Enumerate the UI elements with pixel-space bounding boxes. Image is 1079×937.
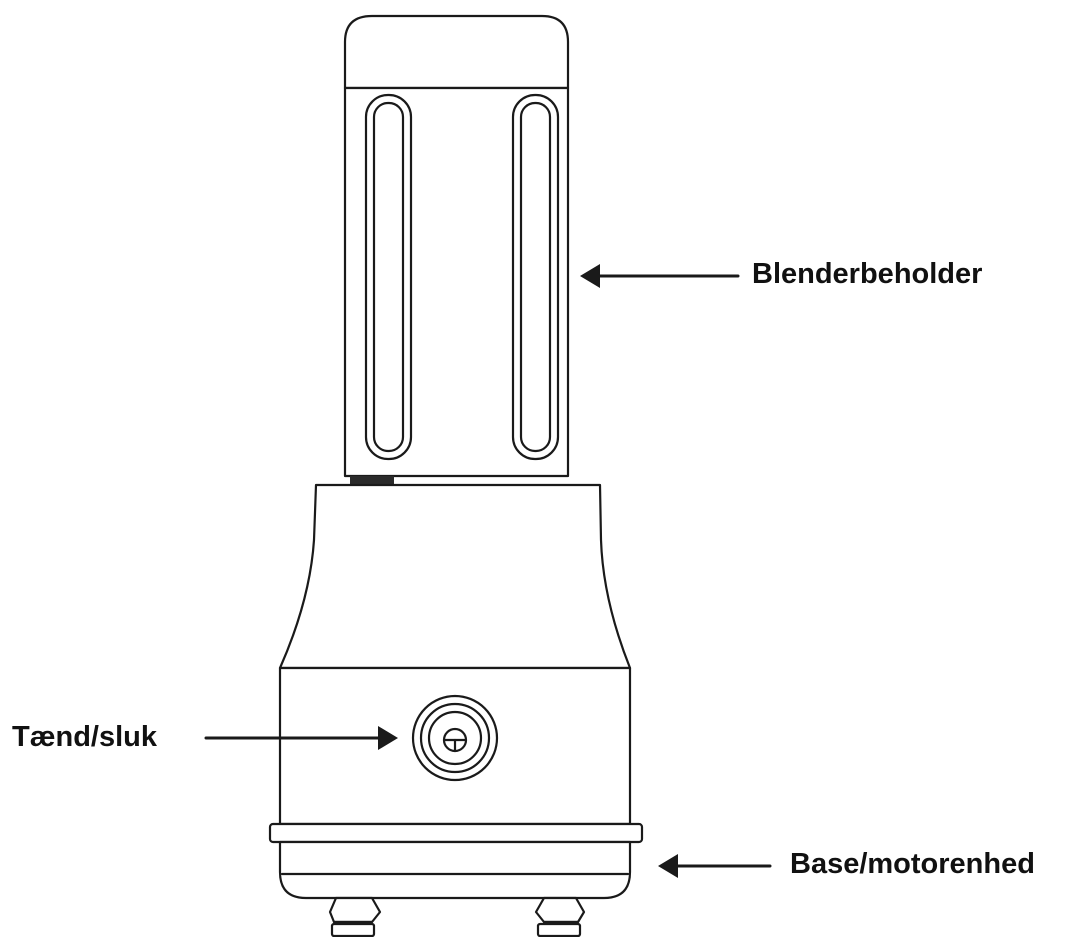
- blender-container: [343, 14, 570, 485]
- power-button-outer-ring: [411, 694, 499, 782]
- label-motor-base: Base/motorenhed: [790, 848, 1035, 880]
- power-button-middle-ring: [419, 702, 491, 774]
- container-lid: [343, 14, 570, 90]
- base-foot-right-cap: [536, 922, 582, 937]
- arrow-to-base: [658, 854, 772, 878]
- base-foot-right: [534, 896, 586, 924]
- power-symbol-icon: [442, 727, 468, 753]
- base-upper-shell: [278, 483, 632, 670]
- base-ring: [268, 822, 644, 844]
- container-grip-right-outer: [511, 93, 560, 461]
- power-button: [411, 694, 499, 782]
- arrow-to-power-button: [204, 726, 398, 750]
- container-body: [343, 86, 570, 478]
- arrow-to-container: [580, 264, 740, 288]
- container-grip-left-outer: [364, 93, 413, 461]
- base-foot-left: [328, 896, 382, 924]
- base-foot-left-cap: [330, 922, 376, 937]
- container-grip-right-inner: [519, 101, 552, 453]
- base-bottom-shell: [278, 840, 632, 900]
- container-coupling: [350, 476, 394, 485]
- motor-base: [268, 483, 644, 937]
- label-power-button: Tænd/sluk: [12, 721, 158, 753]
- label-blender-container: Blenderbeholder: [752, 258, 983, 290]
- power-button-inner-ring: [427, 710, 483, 766]
- container-grip-left-inner: [372, 101, 405, 453]
